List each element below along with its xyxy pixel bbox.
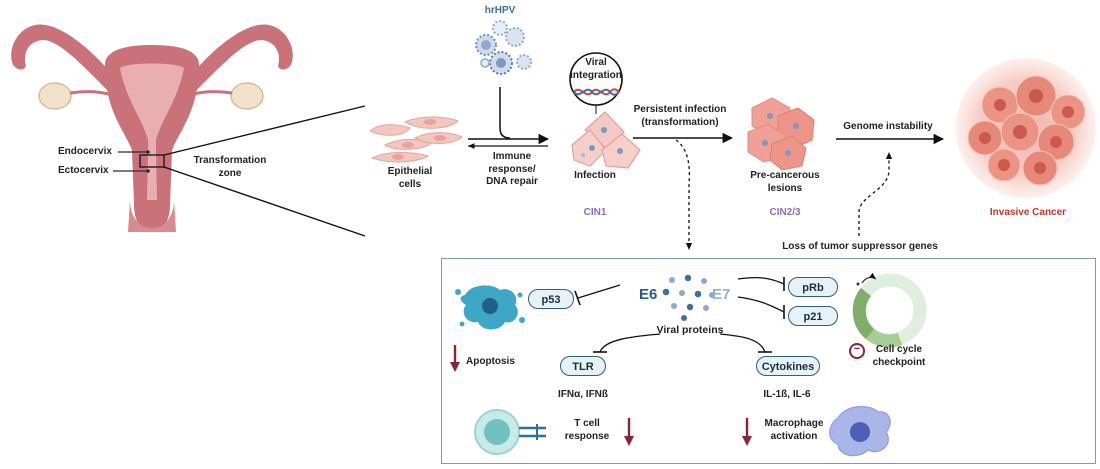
- label-precancerous-lesions: Pre-cancerous lesions: [750, 170, 820, 194]
- label-endocervix: Endocervix: [58, 146, 112, 157]
- label-invasive-cancer: Invasive Cancer: [989, 207, 1067, 218]
- label-genome-instability: Genome instability: [843, 121, 933, 132]
- label-macrophage-activation: Macrophage activation: [764, 418, 824, 442]
- label-ifn: IFNα, IFNß: [557, 389, 609, 400]
- label-e6: E6: [639, 286, 658, 303]
- infected-cells-icon: [571, 111, 641, 169]
- label-cell-cycle-checkpoint: Cell cycle checkpoint: [872, 344, 926, 368]
- label-viral-integration: Viral integration: [570, 57, 622, 81]
- label-minus: −: [853, 343, 861, 355]
- pill-p53: p53: [528, 289, 574, 309]
- cell-cycle-icon: [852, 272, 927, 348]
- label-epithelial-cells: Epithelial cells: [387, 166, 433, 190]
- invasive-cancer-icon: [956, 58, 1096, 198]
- label-infection: Infection: [574, 170, 616, 181]
- label-hrhpv: hrHPV: [484, 5, 516, 16]
- down-arrow-apoptosis: [450, 345, 460, 372]
- checkpoint-minus-icon: [849, 343, 865, 359]
- label-tcell-response: T cell response: [564, 418, 610, 442]
- pill-prb: pRb: [788, 277, 838, 297]
- macrophage-icon: [829, 406, 891, 457]
- down-arrow-tcell: [624, 418, 634, 446]
- label-cin23: CIN2/3: [769, 207, 801, 218]
- label-immune-response: Immune response/ DNA repair: [486, 151, 538, 187]
- pill-p21: p21: [788, 306, 838, 326]
- t-cell-icon: [474, 409, 546, 455]
- label-e7: E7: [712, 286, 731, 303]
- pill-cytokines: Cytokines: [756, 356, 820, 376]
- label-loss-tumor-suppressor: Loss of tumor suppressor genes: [782, 241, 938, 252]
- apoptotic-cell-icon: [455, 285, 525, 330]
- label-ectocervix: Ectocervix: [58, 165, 109, 176]
- precancerous-cells-icon: [747, 97, 815, 171]
- uterus-icon: [11, 24, 366, 237]
- label-il: IL-1ß, IL-6: [763, 389, 811, 400]
- virus-icon: [475, 20, 532, 75]
- pill-tlr: TLR: [560, 356, 606, 376]
- label-viral-proteins: Viral proteins: [656, 324, 724, 336]
- viral-protein-panel: [441, 258, 1096, 464]
- label-apoptosis: Apoptosis: [466, 356, 515, 367]
- down-arrow-macrophage: [742, 418, 752, 446]
- dna-icon: [569, 52, 623, 106]
- epithelial-cells-icon: [369, 116, 463, 163]
- label-cin1: CIN1: [583, 207, 607, 218]
- viral-protein-particles-icon: [662, 274, 715, 321]
- label-transformation-zone: Transformation zone: [193, 155, 267, 179]
- label-persistent-infection: Persistent infection (transformation): [633, 104, 727, 128]
